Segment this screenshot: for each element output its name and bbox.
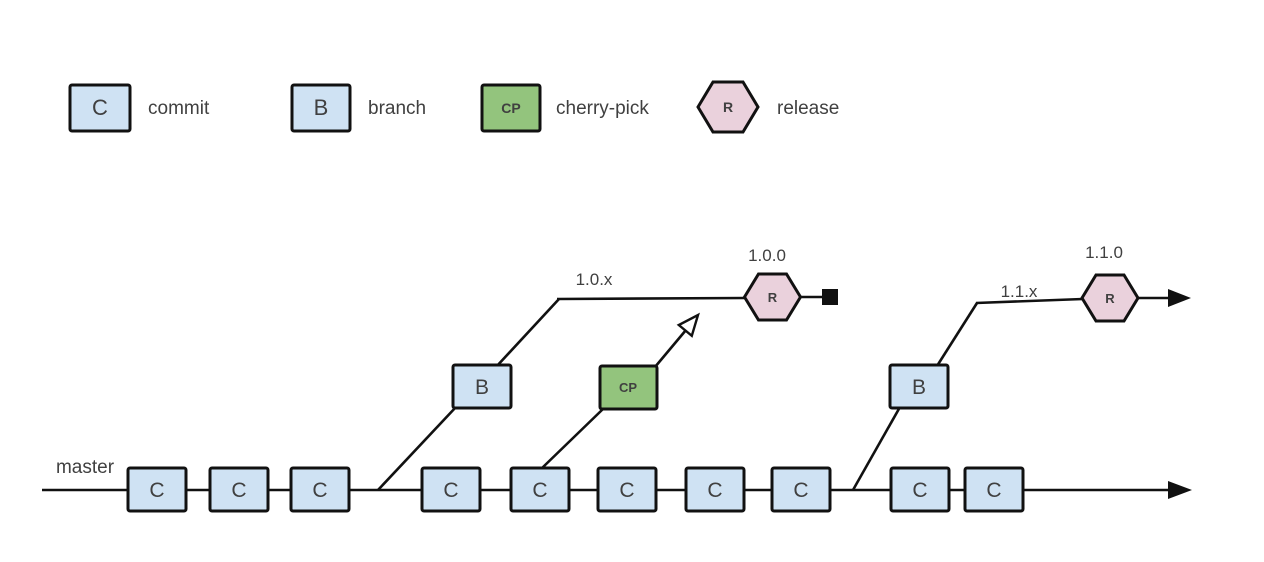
branch-1-0-x-rise-line (495, 298, 560, 368)
commit-node: C (770, 466, 832, 513)
commit-node-label: C (986, 479, 1001, 502)
branch-1-1-x-arrowhead-icon (1168, 289, 1191, 307)
legend-item-release: R release (696, 80, 839, 134)
commit-node: C (208, 466, 270, 513)
branch-1-0-x-label: 1.0.x (576, 270, 613, 289)
branch-node-label: B (912, 376, 926, 399)
branch-1-1-x-label: 1.1.x (1001, 282, 1038, 301)
commit-box (420, 466, 482, 513)
release-1-1-0-label: 1.1.0 (1085, 243, 1123, 262)
branch-symbol: B (314, 95, 329, 120)
legend-item-commit: C commit (68, 83, 210, 133)
commit-box (963, 466, 1025, 513)
commit-box (684, 466, 746, 513)
master-commits: C C C C C C C C (126, 466, 1025, 513)
commit-node: C (289, 466, 351, 513)
commit-symbol: C (92, 95, 108, 120)
commit-node-icon (68, 83, 132, 133)
cherry-pick-source-line (540, 408, 604, 470)
release-symbol: R (723, 99, 733, 115)
cherry-pick-node-label: CP (619, 380, 637, 395)
master-arrowhead-icon (1168, 481, 1192, 499)
release-hexagon (1080, 273, 1140, 323)
branch-node-icon (290, 83, 352, 133)
commit-box (889, 466, 951, 513)
commit-box (596, 466, 658, 513)
release-node-label: R (1105, 291, 1115, 306)
commit-node: C (126, 466, 188, 513)
release-1-0-0-label: 1.0.0 (748, 246, 786, 265)
commit-node-label: C (149, 479, 164, 502)
commit-box (509, 466, 571, 513)
commit-node: C (509, 466, 571, 513)
branch-node-label: B (475, 376, 489, 399)
release-node-1-0-0: R (742, 272, 803, 322)
cherry-pick-node: CP (598, 364, 659, 411)
release-node-1-1-0: R (1080, 273, 1140, 323)
legend-label-branch: branch (368, 98, 426, 119)
legend-item-cherry-pick: CP cherry-pick (480, 83, 649, 133)
branch-box (888, 363, 950, 410)
commit-box (770, 466, 832, 513)
cherry-pick-symbol: CP (501, 100, 520, 116)
commit-node: C (963, 466, 1025, 513)
commit-node-label: C (619, 479, 634, 502)
cherry-pick-box (598, 364, 659, 411)
release-hexagon (742, 272, 803, 322)
branch-1-1-x-fork-line (851, 406, 902, 491)
commit-node: C (889, 466, 951, 513)
commit-box (126, 466, 188, 513)
legend-label-commit: commit (148, 98, 210, 119)
legend-item-branch: B branch (290, 83, 426, 133)
commit-node-label: C (912, 479, 927, 502)
cherry-pick-arrow-line (654, 329, 687, 368)
legend-label-release: release (777, 98, 839, 119)
commit-box (289, 466, 351, 513)
branch-node-1-0-x: B (451, 363, 513, 410)
cherry-pick-open-arrowhead-icon (676, 312, 700, 338)
commit-node-label: C (532, 479, 547, 502)
commit-node-label: C (793, 479, 808, 502)
commit-node: C (420, 466, 482, 513)
commit-node-label: C (312, 479, 327, 502)
commit-box (208, 466, 270, 513)
commit-node-label: C (707, 479, 722, 502)
branch-1-0-x-fork-line (377, 406, 457, 491)
release-node-label: R (768, 290, 778, 305)
branch-1-1-x-line (975, 297, 1084, 305)
cherry-pick-node-icon (480, 83, 542, 133)
branch-node-1-1-x: B (888, 363, 950, 410)
branch-1-0-x-line (556, 296, 747, 301)
commit-node-label: C (443, 479, 458, 502)
commit-node: C (684, 466, 746, 513)
branch-1-0-x-terminator-icon (822, 289, 838, 305)
branch-box (451, 363, 513, 410)
release-node-icon (696, 80, 760, 134)
legend: C commit B branch CP cherry-pick R relea… (68, 80, 839, 134)
commit-node-label: C (231, 479, 246, 502)
branch-1-1-x-rise-line (935, 302, 979, 367)
labels: master 1.0.x 1.0.0 1.1.x 1.1.0 (56, 243, 1123, 478)
commit-node: C (596, 466, 658, 513)
legend-label-cherry-pick: cherry-pick (556, 98, 649, 119)
master-label: master (56, 457, 115, 478)
